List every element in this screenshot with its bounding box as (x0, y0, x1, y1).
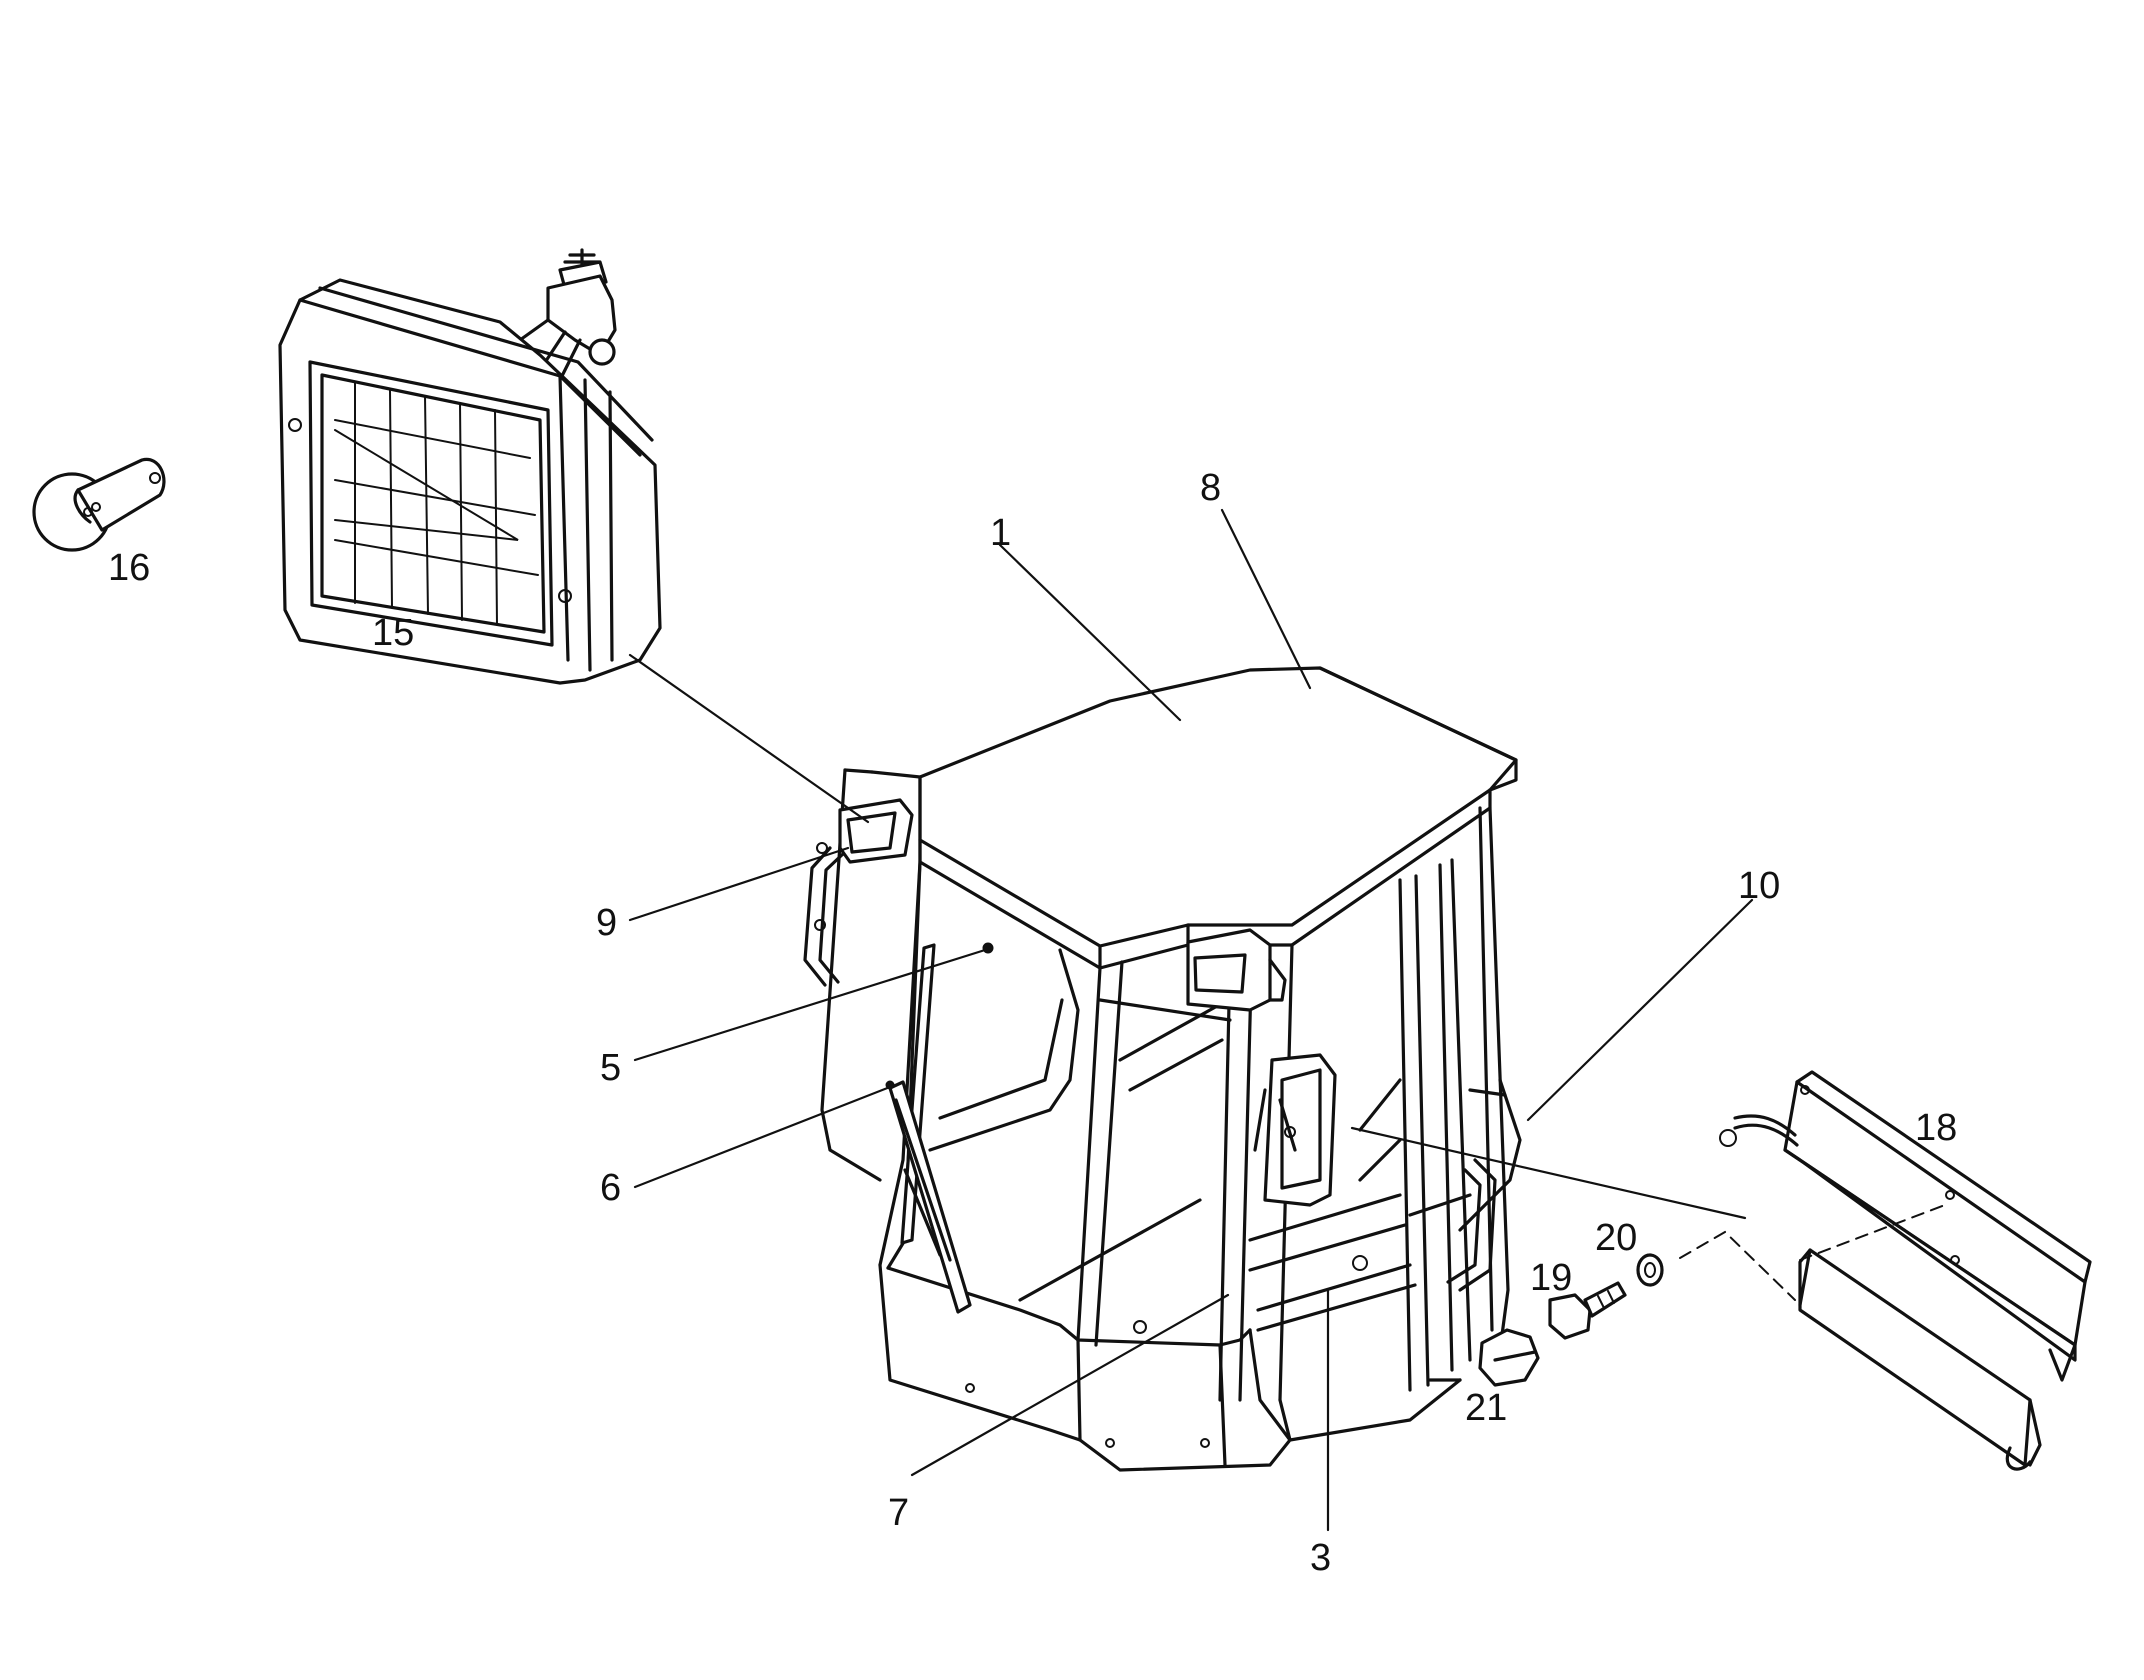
right-grab-handle (1446, 1158, 1497, 1292)
work-lamp-15 (278, 248, 662, 685)
bolt-19 (1548, 1281, 1627, 1340)
bulb-16 (32, 457, 166, 552)
callout-19: 19 (1530, 1257, 1572, 1299)
callout-8: 8 (1200, 467, 1221, 509)
cab-assembly (820, 666, 1522, 1472)
callout-10: 10 (1738, 865, 1780, 907)
callout-21: 21 (1465, 1387, 1507, 1429)
callout-16: 16 (108, 547, 150, 589)
cab-roof (918, 666, 1518, 948)
leader-lines (628, 508, 1754, 1532)
callout-9: 9 (596, 902, 617, 944)
callout-6: 6 (600, 1167, 621, 1209)
callout-18: 18 (1915, 1107, 1957, 1149)
work-light-housing-front (1186, 928, 1287, 1012)
callout-7: 7 (888, 1492, 909, 1534)
callout-3: 3 (1310, 1537, 1331, 1579)
nut-21 (1478, 1328, 1540, 1387)
washer-20 (1636, 1253, 1664, 1287)
callout-15: 15 (372, 612, 414, 654)
callout-1: 1 (990, 512, 1011, 554)
rear-view-mirror (1253, 1053, 1337, 1207)
panel-18 (1719, 1070, 2092, 1471)
callout-5: 5 (600, 1047, 621, 1089)
callout-20: 20 (1595, 1217, 1637, 1259)
wiper-assembly (888, 943, 972, 1314)
